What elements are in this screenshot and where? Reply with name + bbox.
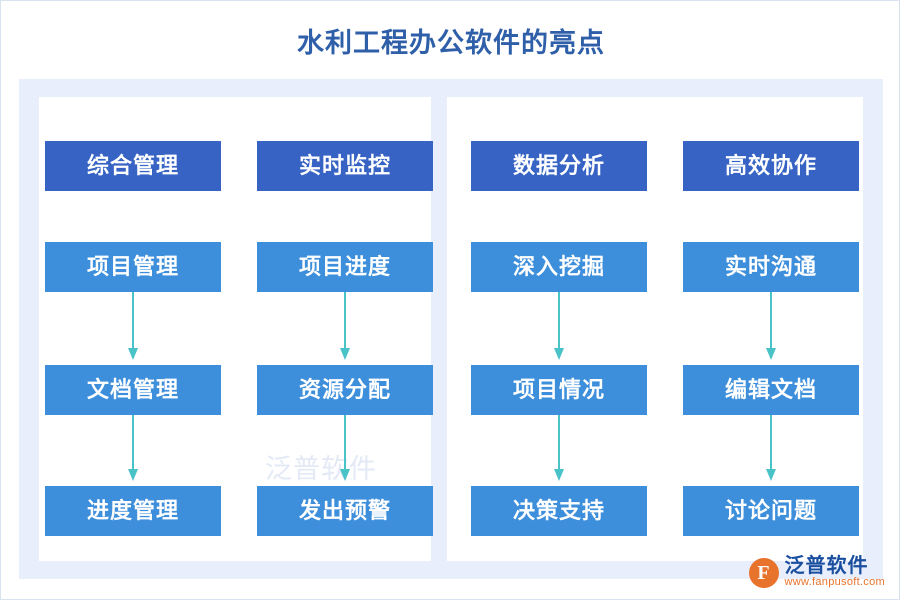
- node-document-management[interactable]: 文档管理: [45, 365, 221, 415]
- node-data-analysis[interactable]: 数据分析: [471, 141, 647, 191]
- column-group-divider: [431, 97, 447, 561]
- arrow-down-icon: [338, 292, 352, 360]
- arrow-down-icon: [552, 415, 566, 481]
- logo-website-url: www.fanpusoft.com: [784, 576, 885, 589]
- node-project-progress[interactable]: 项目进度: [257, 242, 433, 292]
- arrow-down-icon: [764, 415, 778, 481]
- logo-text: 泛普软件 www.fanpusoft.com: [785, 556, 885, 589]
- node-efficient-collaboration[interactable]: 高效协作: [683, 141, 859, 191]
- logo-company-name: 泛普软件: [784, 555, 869, 578]
- node-decision-support[interactable]: 决策支持: [471, 486, 647, 536]
- logo-mark-icon: F: [748, 557, 779, 588]
- node-deep-mining[interactable]: 深入挖掘: [471, 242, 647, 292]
- node-issue-warning[interactable]: 发出预警: [257, 486, 433, 536]
- arrow-down-icon: [552, 292, 566, 360]
- node-project-status[interactable]: 项目情况: [471, 365, 647, 415]
- diagram-panel: 泛普软件 综合管理 项目管理 文档管理 进度管理 实时监控 项目进度 资源分配: [19, 79, 883, 579]
- brand-logo: F 泛普软件 www.fanpusoft.com: [748, 556, 885, 589]
- arrow-down-icon: [126, 292, 140, 360]
- node-discuss-issues[interactable]: 讨论问题: [683, 486, 859, 536]
- node-realtime-communication[interactable]: 实时沟通: [683, 242, 859, 292]
- node-edit-document[interactable]: 编辑文档: [683, 365, 859, 415]
- arrow-down-icon: [126, 415, 140, 481]
- arrow-down-icon: [338, 415, 352, 481]
- node-comprehensive-management[interactable]: 综合管理: [45, 141, 221, 191]
- node-project-management[interactable]: 项目管理: [45, 242, 221, 292]
- node-realtime-monitoring[interactable]: 实时监控: [257, 141, 433, 191]
- node-progress-management[interactable]: 进度管理: [45, 486, 221, 536]
- page-title: 水利工程办公软件的亮点: [297, 28, 605, 58]
- arrow-down-icon: [764, 292, 778, 360]
- node-resource-allocation[interactable]: 资源分配: [257, 365, 433, 415]
